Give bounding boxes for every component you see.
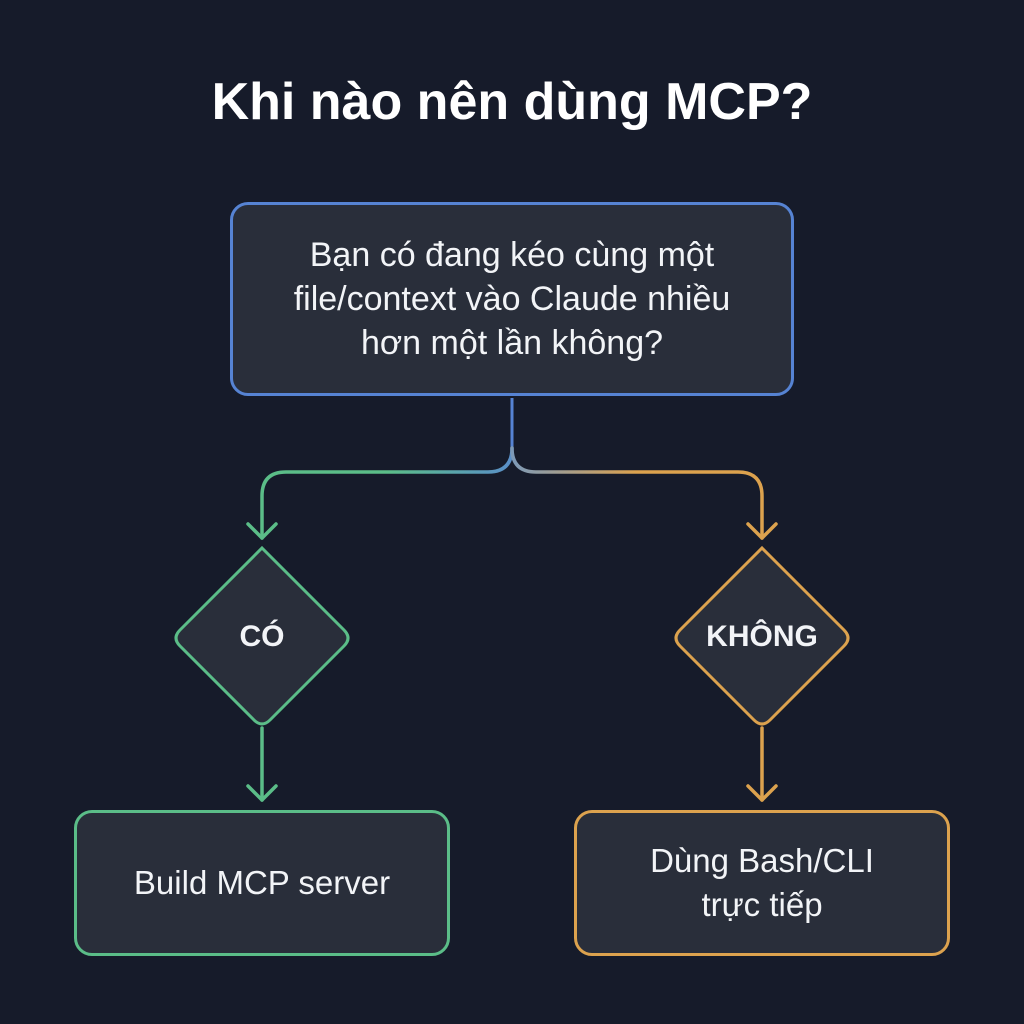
yes-arrowhead-icon [246,522,278,540]
yes-result-text: Build MCP server [133,864,391,901]
question-line-2: file/context vào Claude nhiều [293,280,731,318]
yes-label: CÓ [239,620,285,653]
yes-connector [260,446,514,540]
no-connector [510,446,764,540]
no-result-line-1: Dùng Bash/CLI [650,842,874,879]
no-result-node: Dùng Bash/CLI trực tiếp [574,810,950,956]
yes-result-node: Build MCP server [74,810,450,956]
no-diamond [674,545,850,726]
no-down-arrow-icon [746,784,778,802]
no-label: KHÔNG [706,620,818,653]
question-node: Bạn có đang kéo cùng một file/context và… [230,202,794,396]
diagram-title: Khi nào nên dùng MCP? [211,73,813,131]
yes-diamond [174,545,350,726]
no-result-line-2: trực tiếp [701,886,823,923]
yes-down-arrow-icon [246,784,278,802]
question-line-1: Bạn có đang kéo cùng một [309,236,715,274]
question-line-3: hơn một lần không? [360,324,664,362]
no-arrowhead-icon [746,522,778,540]
